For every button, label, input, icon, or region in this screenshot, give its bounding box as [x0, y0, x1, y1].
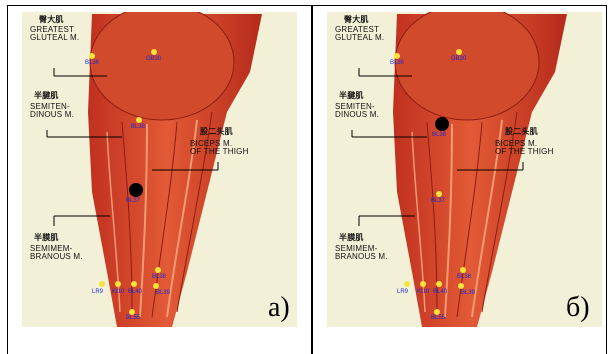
point-label: BL37 — [126, 198, 140, 204]
panel-a-letter: а) — [268, 292, 290, 324]
leg-illustration-b: 臀大肌 GREATEST GLUTEAL M. 半腱肌 SEMITEN- DIN… — [327, 12, 602, 327]
gluteal-cn-label: 臀大肌 — [39, 16, 64, 24]
point-label: BL38 — [152, 274, 166, 280]
biceps-cn-label: 股二头肌 — [505, 128, 538, 136]
semiten-en-label: SEMITEN- DINOUS M. — [30, 103, 74, 119]
point-label: BL55 — [431, 315, 445, 321]
point-label: GB30 — [451, 56, 466, 62]
semiten-en-label: SEMITEN- DINOUS M. — [335, 103, 379, 119]
point-label: BL40 — [433, 289, 447, 295]
point-label: BL36 — [390, 60, 404, 66]
panel-b-letter: б) — [566, 292, 590, 324]
gluteal-en-label: GREATEST GLUTEAL M. — [30, 26, 79, 42]
point-label: BL40 — [128, 289, 142, 295]
semimem-en-label: SEMIMEM- BRANOUS M. — [335, 245, 388, 261]
gluteal-cn-label: 臀大肌 — [344, 16, 369, 24]
semimem-cn-label: 半膜肌 — [34, 234, 59, 242]
semimem-en-label: SEMIMEM- BRANOUS M. — [30, 245, 83, 261]
point-label: GB30 — [146, 56, 161, 62]
point-label: LR9 — [397, 289, 408, 295]
semimem-cn-label: 半膜肌 — [339, 234, 364, 242]
point-label: BL36 — [85, 60, 99, 66]
leg-illustration-a: 臀大肌 GREATEST GLUTEAL M. 半腱肌 SEMITEN- DIN… — [22, 12, 297, 327]
point-label: BL38 — [432, 132, 446, 138]
panel-divider — [311, 5, 313, 354]
point-label: BL38 — [457, 274, 471, 280]
biceps-en-label: BICEPS M. OF THE THIGH — [495, 140, 554, 156]
point-label: BL37 — [431, 198, 445, 204]
semiten-cn-label: 半腱肌 — [339, 92, 364, 100]
semiten-cn-label: 半腱肌 — [34, 92, 59, 100]
point-label: BL39 — [156, 290, 170, 296]
point-label: KI10 — [417, 289, 429, 295]
panel-a: 臀大肌 GREATEST GLUTEAL M. 半腱肌 SEMITEN- DIN… — [22, 12, 297, 327]
point-label: BL55 — [126, 315, 140, 321]
point-label: BL38 — [131, 124, 145, 130]
panel-b: 臀大肌 GREATEST GLUTEAL M. 半腱肌 SEMITEN- DIN… — [327, 12, 602, 327]
gluteal-en-label: GREATEST GLUTEAL M. — [335, 26, 384, 42]
point-label: BL39 — [461, 290, 475, 296]
point-label: KI10 — [112, 289, 124, 295]
biceps-en-label: BICEPS M. OF THE THIGH — [190, 140, 249, 156]
biceps-cn-label: 股二头肌 — [200, 128, 233, 136]
point-label: LR9 — [92, 289, 103, 295]
